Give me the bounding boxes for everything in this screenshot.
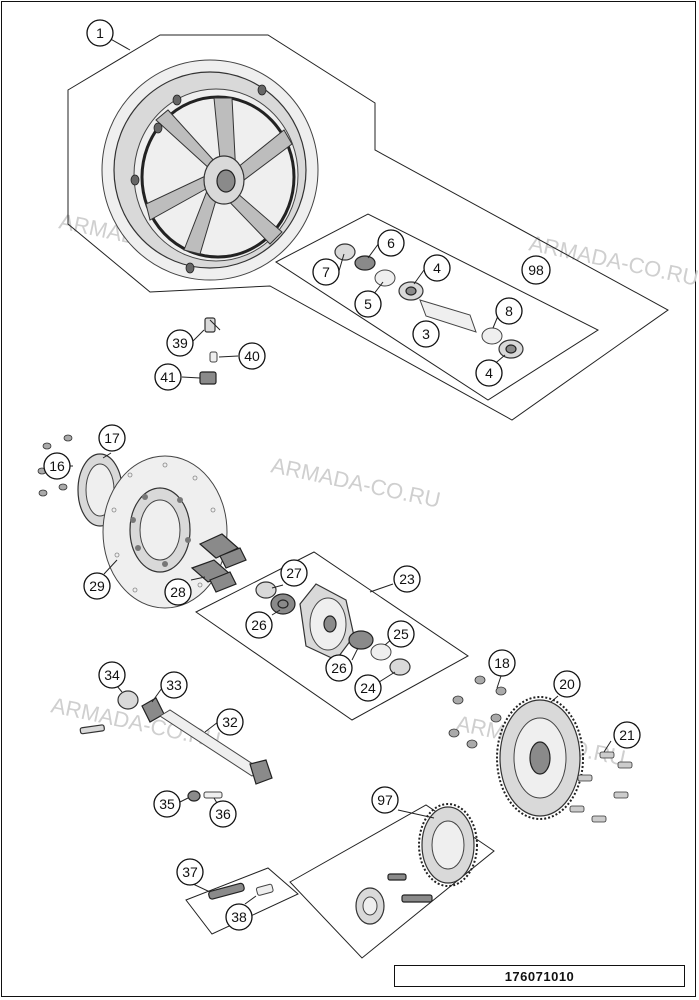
bearing-kit-frame: [275, 213, 600, 401]
callout-16: 16: [43, 452, 71, 480]
svg-text:20: 20: [559, 676, 575, 692]
sprocket-carrier-parts: [255, 581, 411, 676]
leader-line-97: [397, 809, 435, 819]
callout-1: 1: [86, 19, 114, 47]
svg-text:1: 1: [96, 25, 104, 41]
svg-text:21: 21: [619, 727, 635, 743]
cush-drive-rubbers: [190, 533, 247, 593]
callout-17: 17: [98, 424, 126, 452]
callout-38: 38: [225, 903, 253, 931]
callout-4: 4: [423, 254, 451, 282]
chain-kit-frame: [289, 804, 495, 959]
svg-text:25: 25: [393, 626, 409, 642]
wheel-group-frame: [67, 34, 669, 421]
callout-24: 24: [354, 674, 382, 702]
svg-text:29: 29: [89, 578, 105, 594]
callout-33: 33: [160, 671, 188, 699]
callout-26: 26: [245, 611, 273, 639]
callout-32: 32: [216, 708, 244, 736]
svg-text:23: 23: [399, 571, 415, 587]
callout-3: 3: [412, 320, 440, 348]
svg-text:4: 4: [433, 260, 441, 276]
svg-text:5: 5: [364, 296, 372, 312]
callout-6: 6: [377, 229, 405, 257]
callout-18: 18: [488, 649, 516, 677]
leader-lines-group-6: [192, 883, 257, 905]
callout-40: 40: [238, 342, 266, 370]
callout-37: 37: [176, 858, 204, 886]
watermark: ARMADA-CO.RU: [269, 452, 443, 512]
callout-7: 7: [312, 258, 340, 286]
chain-link-frame: [185, 867, 299, 935]
svg-text:28: 28: [170, 584, 186, 600]
callout-20: 20: [553, 670, 581, 698]
watermark: ARMADA-CO.RU: [527, 230, 699, 290]
svg-text:36: 36: [215, 806, 231, 822]
chain-link-parts: [208, 882, 274, 900]
bearing-parts: [334, 243, 524, 359]
callout-97: 97: [371, 786, 399, 814]
callout-35: 35: [153, 790, 181, 818]
rear-wheel: [101, 59, 319, 281]
svg-text:18: 18: [494, 655, 510, 671]
svg-text:38: 38: [231, 909, 247, 925]
svg-text:3: 3: [422, 326, 430, 342]
svg-text:33: 33: [166, 677, 182, 693]
svg-text:16: 16: [49, 458, 65, 474]
svg-text:41: 41: [160, 369, 176, 385]
svg-text:39: 39: [172, 335, 188, 351]
callout-41: 41: [154, 363, 182, 391]
callout-25: 25: [387, 620, 415, 648]
svg-text:37: 37: [182, 864, 198, 880]
axle-parts: [79, 690, 273, 802]
svg-text:24: 24: [360, 680, 376, 696]
svg-text:6: 6: [387, 235, 395, 251]
callout-39: 39: [166, 329, 194, 357]
diagram-reference-number: 176071010: [394, 965, 685, 987]
svg-text:8: 8: [505, 303, 513, 319]
callout-8: 8: [495, 297, 523, 325]
svg-text:40: 40: [244, 348, 260, 364]
svg-text:27: 27: [286, 565, 302, 581]
callout-36: 36: [209, 800, 237, 828]
callout-4b: 4: [475, 359, 503, 387]
svg-text:35: 35: [159, 796, 175, 812]
svg-text:26: 26: [331, 660, 347, 676]
sprocket-carrier-frame: [195, 551, 469, 721]
callout-23: 23: [393, 565, 421, 593]
callout-26b: 26: [325, 654, 353, 682]
sensor-parts: [181, 317, 239, 385]
sprocket-nuts: [448, 675, 507, 749]
svg-text:97: 97: [377, 792, 393, 808]
svg-text:7: 7: [322, 264, 330, 280]
callout-98: 98: [521, 255, 551, 285]
callout-28: 28: [164, 578, 192, 606]
rear-sprocket: [496, 696, 584, 820]
callout-29: 29: [83, 572, 111, 600]
callout-27: 27: [280, 559, 308, 587]
leader-lines-group-4: [496, 675, 612, 753]
svg-text:32: 32: [222, 714, 238, 730]
svg-text:4: 4: [485, 365, 493, 381]
svg-text:26: 26: [251, 617, 267, 633]
chain-kit-parts: [355, 803, 478, 925]
svg-text:98: 98: [528, 262, 544, 278]
svg-text:34: 34: [104, 667, 120, 683]
callout-34: 34: [98, 661, 126, 689]
sprocket-bolts: [569, 751, 633, 823]
callout-5: 5: [354, 290, 382, 318]
callout-21: 21: [613, 721, 641, 749]
svg-text:17: 17: [104, 430, 120, 446]
